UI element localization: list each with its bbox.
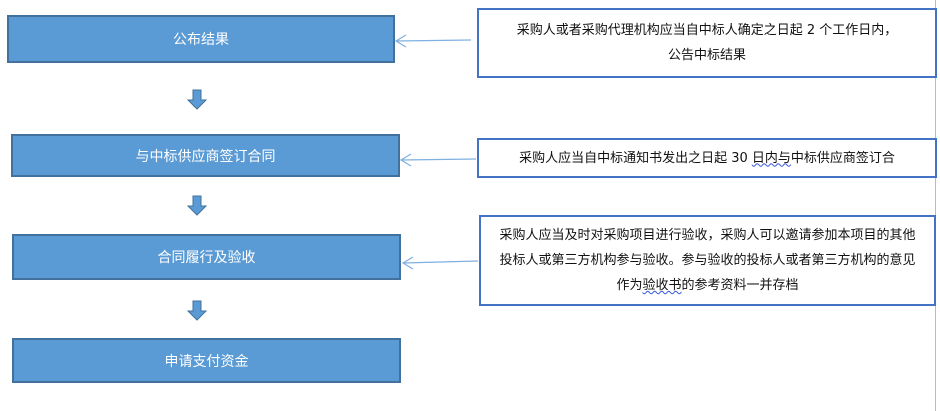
step-label: 与中标供应商签订合同 bbox=[135, 148, 276, 165]
step-contract-acceptance: 合同履行及验收 bbox=[12, 234, 401, 280]
note-acceptance: 采购人应当及时对采购项目进行验收，采购人可以邀请参加本项目的其他投标人或第三方机… bbox=[479, 215, 936, 306]
step-label: 合同履行及验收 bbox=[157, 250, 256, 266]
left-arrow-icon bbox=[399, 153, 477, 167]
step-request-payment: 申请支付资金 bbox=[12, 338, 401, 383]
page-edge-line bbox=[935, 0, 936, 411]
note-publish-results: 采购人或者采购代理机构应当自中标人确定之日起 2 个工作日内， 公告中标结果 bbox=[477, 8, 937, 78]
down-arrow-icon bbox=[186, 300, 208, 321]
note-text: 采购人应当及时对采购项目进行验收，采购人可以邀请参加本项目的其他投标人或第三方机… bbox=[499, 228, 916, 293]
note-text: 采购人或者采购代理机构应当自中标人确定之日起 2 个工作日内， bbox=[516, 23, 898, 38]
note-text: 采购人应当自中标通知书发出之日起 30 bbox=[519, 150, 752, 166]
down-arrow-icon bbox=[186, 195, 208, 216]
note-text: 的参考资料一并存档 bbox=[681, 278, 799, 293]
note-text-flagged: 验收书 bbox=[642, 278, 682, 293]
left-arrow-icon bbox=[401, 256, 479, 270]
note-text-flagged: 日内与 bbox=[751, 150, 791, 166]
step-label: 申请支付资金 bbox=[164, 353, 249, 370]
step-label: 公布结果 bbox=[173, 32, 229, 48]
note-text: 中标供应商签订合 bbox=[790, 150, 895, 166]
step-sign-contract: 与中标供应商签订合同 bbox=[11, 134, 400, 177]
left-arrow-icon bbox=[394, 34, 472, 48]
note-sign-contract: 采购人应当自中标通知书发出之日起 30 日内与中标供应商签订合 bbox=[477, 138, 937, 178]
down-arrow-icon bbox=[186, 89, 208, 110]
step-publish-results: 公布结果 bbox=[7, 15, 395, 63]
note-text: 公告中标结果 bbox=[667, 48, 746, 63]
